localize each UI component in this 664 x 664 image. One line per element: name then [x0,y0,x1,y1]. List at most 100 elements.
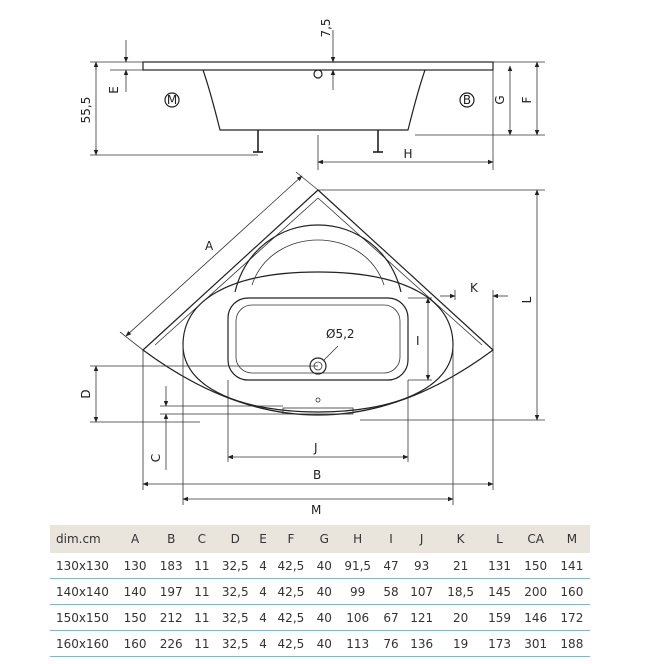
table-cell: 173 [481,630,518,657]
header-cell: F [270,525,312,553]
table-cell: 76 [378,630,404,657]
dim-h-label: H [403,147,412,161]
table-cell: 140 [117,578,154,605]
header-cell: D [214,525,257,553]
table-cell: 226 [153,630,190,657]
b-badge-label: B [463,93,471,107]
table-row: 130x130 130 183 11 32,5 4 42,5 40 91,5 4… [50,553,590,579]
table-cell: 42,5 [270,553,312,579]
table-cell: 136 [403,630,440,657]
plan-view: Ø5,2 A K L I D C [79,171,545,517]
header-cell: M [553,525,590,553]
table-cell: 20 [439,604,482,631]
table-header-row: dim.cm A B C D E F G H I J K L CA M [50,525,590,553]
table-cell: 11 [189,553,215,579]
header-cell: J [403,525,440,553]
table-cell: 40 [311,578,337,605]
table-cell: 197 [153,578,190,605]
dim-g-label: G [493,95,507,104]
table-cell: 4 [256,553,271,579]
table-cell: 32,5 [214,553,257,579]
table-cell: 11 [189,630,215,657]
m-badge-circle [164,92,180,108]
table-cell: 172 [553,604,590,631]
table-cell: 4 [256,604,271,631]
table-cell: 107 [403,578,440,605]
table-cell: 99 [336,578,379,605]
table-cell: 47 [378,553,404,579]
table-cell: 91,5 [336,553,379,579]
table-cell: 301 [517,630,554,657]
table-cell: 131 [481,553,518,579]
header-cell: A [117,525,154,553]
table-row: 160x160 160 226 11 32,5 4 42,5 40 113 76… [50,630,590,657]
drain-label: Ø5,2 [326,327,355,341]
header-cell: B [153,525,190,553]
overflow-bar [282,407,354,415]
table-cell: 200 [517,578,554,605]
table-cell: 42,5 [270,604,312,631]
plan-outline [142,189,494,416]
dim-i-label: I [416,334,420,348]
dimensions-table: dim.cm A B C D E F G H I J K L CA M 130x… [50,525,590,657]
side-view: M B E 7,5 55,5 G F H [79,18,545,170]
table-cell: 183 [153,553,190,579]
table-cell: 140x140 [50,578,117,605]
plan-backrest [234,224,402,293]
dim-gap-label: 7,5 [319,18,333,37]
dim-b-label: B [313,468,321,482]
plan-bowl [182,271,454,413]
table-cell: 93 [403,553,440,579]
header-cell: CA [517,525,554,553]
table-cell: 150x150 [50,604,117,631]
dim-e-label: E [107,86,121,94]
table-cell: 32,5 [214,630,257,657]
header-cell: dim.cm [50,525,117,553]
table-cell: 40 [311,553,337,579]
table-cell: 141 [553,553,590,579]
table-cell: 145 [481,578,518,605]
table-cell: 212 [153,604,190,631]
tub-body [202,69,426,131]
dim-a-label: A [205,239,214,253]
table-cell: 113 [336,630,379,657]
table-row: 150x150 150 212 11 32,5 4 42,5 40 106 67… [50,604,590,631]
table-cell: 160x160 [50,630,117,657]
overflow-circle [313,69,323,79]
header-cell: I [378,525,404,553]
table-cell: 130x130 [50,553,117,579]
table-cell: 4 [256,630,271,657]
table-cell: 18,5 [439,578,482,605]
table-cell: 121 [403,604,440,631]
header-cell: K [439,525,482,553]
header-cell: H [336,525,379,553]
table-cell: 106 [336,604,379,631]
table-cell: 40 [311,604,337,631]
m-badge-label: M [167,93,177,107]
table-cell: 160 [117,630,154,657]
table-cell: 4 [256,578,271,605]
table-cell: 150 [117,604,154,631]
table-cell: 58 [378,578,404,605]
table-cell: 130 [117,553,154,579]
table-cell: 32,5 [214,604,257,631]
table-cell: 159 [481,604,518,631]
table-cell: 146 [517,604,554,631]
table-cell: 67 [378,604,404,631]
header-cell: G [311,525,337,553]
b-badge-circle [459,92,475,108]
table-cell: 40 [311,630,337,657]
dim-l-label: L [520,296,534,303]
header-cell: L [481,525,518,553]
plan-basin [227,297,409,381]
table-cell: 32,5 [214,578,257,605]
dim-m-label: M [311,503,321,517]
header-cell: C [189,525,215,553]
table-cell: 188 [553,630,590,657]
table-cell: 11 [189,604,215,631]
table-cell: 11 [189,578,215,605]
tub-rim [142,61,494,71]
dim-f-label: F [520,96,534,103]
dim-c-label: C [149,454,163,462]
dim-k-label: K [470,281,479,295]
